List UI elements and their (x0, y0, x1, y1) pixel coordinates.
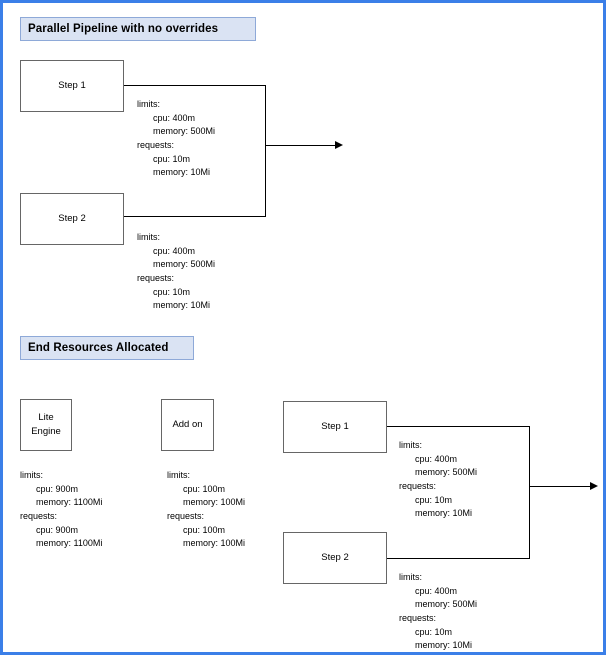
node-bottom-step-1-label: Step 1 (321, 421, 349, 433)
resources-lite-engine-requests-memory: memory: 1100Mi (36, 538, 103, 549)
resources-top-step-1-requests-label: requests: (137, 140, 175, 151)
section-banner-parallel-pipeline: Parallel Pipeline with no overrides (20, 17, 256, 41)
resources-add-on-limits-cpu: cpu: 100m (183, 483, 226, 494)
resources-lite-engine-limits-memory: memory: 1100Mi (36, 497, 103, 508)
resources-top-step-2: limits: cpu: 400m memory: 500Mi requests… (137, 231, 215, 313)
resources-add-on-limits-label: limits: (167, 470, 190, 480)
node-add-on[interactable]: Add on (161, 399, 214, 451)
resources-top-step-1-limits-memory: memory: 500Mi (153, 126, 216, 137)
resources-lite-engine-limits-label: limits: (20, 470, 43, 480)
node-bottom-step-2-label: Step 2 (321, 552, 349, 564)
resources-top-step-1-limits-cpu: cpu: 400m (153, 112, 196, 123)
resources-top-step-2-requests-memory: memory: 10Mi (153, 300, 211, 311)
node-top-step-1-label: Step 1 (58, 80, 86, 92)
node-bottom-step-2[interactable]: Step 2 (283, 532, 387, 584)
resources-lite-engine-requests-cpu: cpu: 900m (36, 524, 79, 535)
resources-bottom-step-2-limits-memory: memory: 500Mi (415, 599, 478, 610)
resources-top-step-2-limits-cpu: cpu: 400m (153, 245, 196, 256)
node-top-step-1[interactable]: Step 1 (20, 60, 124, 112)
resources-add-on-requests-label: requests: (167, 511, 205, 522)
node-lite-engine[interactable]: Lite Engine (20, 399, 72, 451)
resources-add-on: limits: cpu: 100m memory: 100Mi requests… (167, 469, 245, 551)
node-lite-engine-label: Lite Engine (31, 411, 61, 439)
node-lite-engine-label-line1: Lite (38, 412, 54, 424)
resources-bottom-step-1-limits-label: limits: (399, 440, 422, 450)
edge-top-step2-to-junction (124, 216, 266, 218)
section-banner-end-resources-label: End Resources Allocated (28, 342, 169, 354)
resources-bottom-step-1-requests-label: requests: (399, 481, 437, 492)
edge-bottom-junction-vertical (528, 426, 530, 559)
node-lite-engine-label-line2: Engine (31, 426, 61, 437)
section-banner-parallel-pipeline-label: Parallel Pipeline with no overrides (28, 23, 219, 35)
resources-bottom-step-1: limits: cpu: 400m memory: 500Mi requests… (399, 439, 477, 521)
node-add-on-label: Add on (172, 419, 203, 431)
edge-top-junction-vertical (264, 85, 266, 217)
resources-bottom-step-1-requests-cpu: cpu: 10m (415, 494, 453, 505)
resources-bottom-step-2-requests-cpu: cpu: 10m (415, 626, 453, 637)
section-banner-end-resources: End Resources Allocated (20, 336, 194, 360)
edge-bottom-junction-to-output (529, 486, 592, 488)
resources-bottom-step-2-requests-memory: memory: 10Mi (415, 640, 473, 651)
resources-top-step-1-requests-memory: memory: 10Mi (153, 167, 211, 178)
resources-bottom-step-2-limits-label: limits: (399, 572, 422, 582)
resources-bottom-step-2-requests-label: requests: (399, 613, 437, 624)
resources-top-step-2-requests-label: requests: (137, 273, 175, 284)
node-top-step-2[interactable]: Step 2 (20, 193, 124, 245)
edge-bottom-step1-to-junction (387, 426, 530, 428)
resources-top-step-1-limits-label: limits: (137, 99, 160, 109)
node-top-step-2-label: Step 2 (58, 213, 86, 225)
edge-bottom-step2-to-junction (387, 558, 530, 560)
resources-add-on-requests-cpu: cpu: 100m (183, 524, 226, 535)
resources-top-step-2-limits-memory: memory: 500Mi (153, 259, 216, 270)
resources-bottom-step-2: limits: cpu: 400m memory: 500Mi requests… (399, 571, 478, 652)
resources-bottom-step-1-requests-memory: memory: 10Mi (415, 508, 473, 519)
node-bottom-step-1[interactable]: Step 1 (283, 401, 387, 453)
resources-bottom-step-1-limits-memory: memory: 500Mi (415, 467, 478, 478)
resources-top-step-2-limits-label: limits: (137, 232, 160, 242)
arrow-top-output-arrowhead (335, 141, 343, 149)
resources-add-on-requests-memory: memory: 100Mi (183, 538, 246, 549)
resources-bottom-step-2-limits-cpu: cpu: 400m (415, 585, 458, 596)
resources-bottom-step-1-limits-cpu: cpu: 400m (415, 453, 458, 464)
resources-lite-engine: limits: cpu: 900m memory: 1100Mi request… (20, 469, 102, 551)
resources-top-step-1-requests-cpu: cpu: 10m (153, 153, 191, 164)
arrow-bottom-output-arrowhead (590, 482, 598, 490)
edge-top-junction-to-output (265, 145, 337, 147)
resources-top-step-1: limits: cpu: 400m memory: 500Mi requests… (137, 98, 215, 180)
resources-lite-engine-limits-cpu: cpu: 900m (36, 483, 79, 494)
resources-top-step-2-requests-cpu: cpu: 10m (153, 286, 191, 297)
edge-top-step1-to-junction (124, 85, 266, 87)
resources-add-on-limits-memory: memory: 100Mi (183, 497, 246, 508)
resources-lite-engine-requests-label: requests: (20, 511, 58, 522)
